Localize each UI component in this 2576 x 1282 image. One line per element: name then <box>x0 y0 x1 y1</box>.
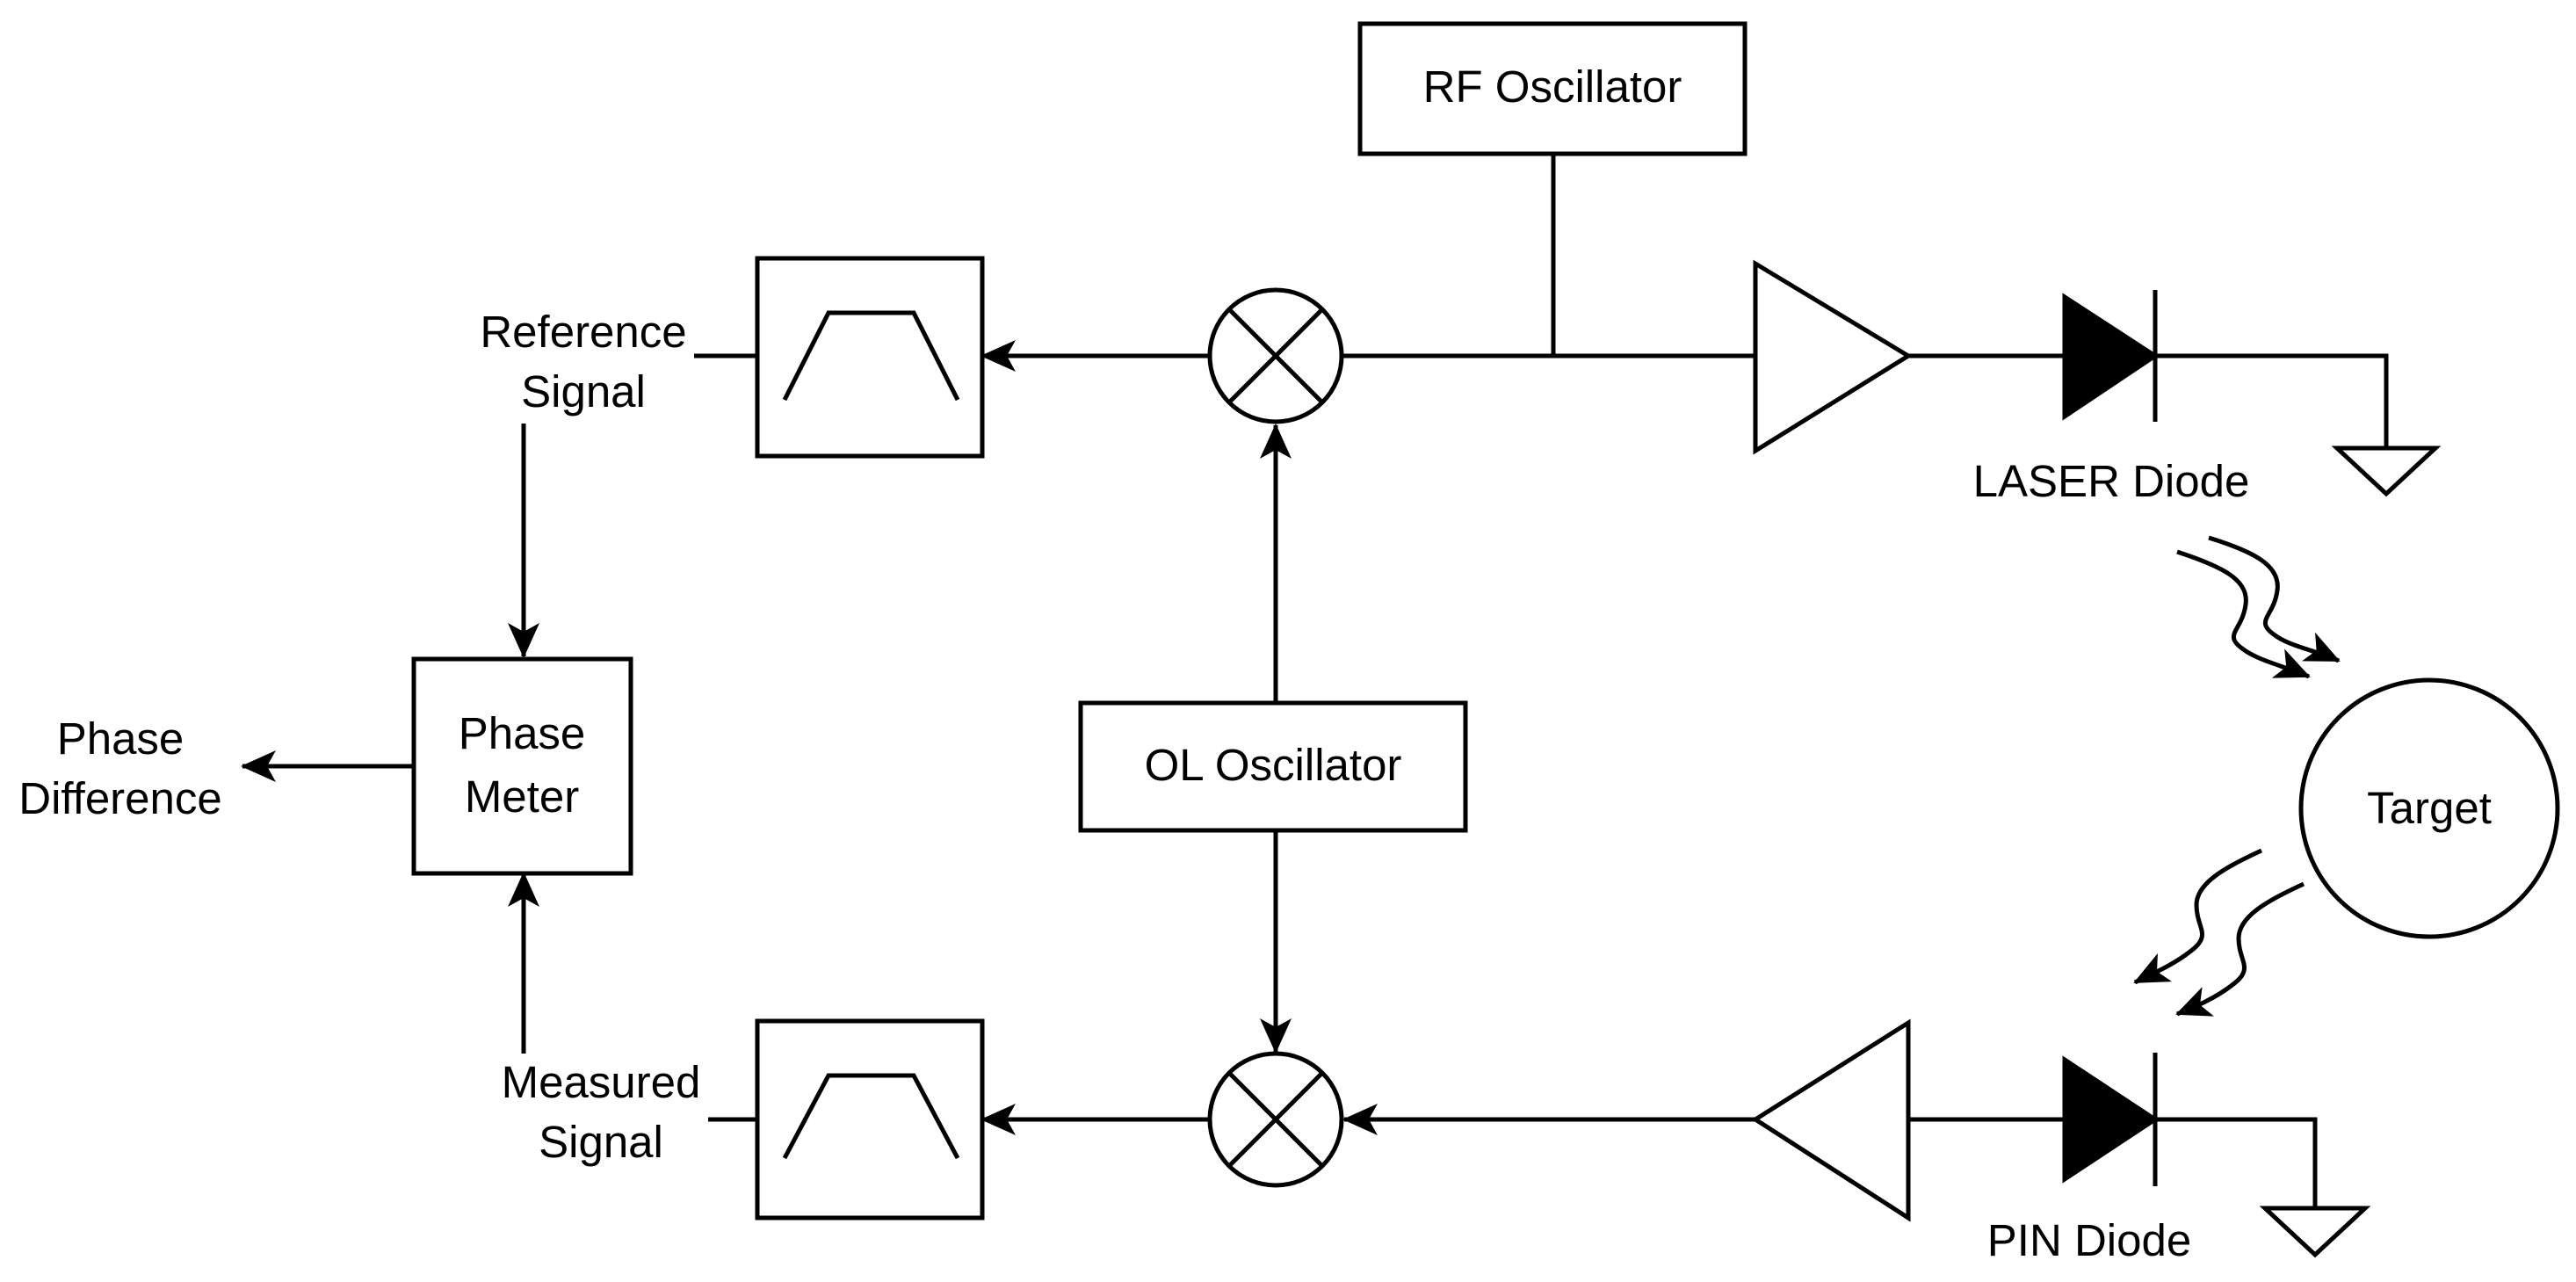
phase-difference-label-line2: Difference <box>18 773 222 823</box>
return-beam-arrow-2 <box>2175 881 2305 1017</box>
measured-signal-label-line1: Measured <box>502 1057 701 1107</box>
pin-ground-icon <box>2259 1206 2371 1258</box>
laser-diode <box>2062 290 2160 422</box>
return-beam-arrow-1 <box>2133 848 2263 985</box>
phase-difference-label-line1: Phase <box>57 713 185 764</box>
top-mixer <box>1207 287 1344 424</box>
pin-diode <box>2062 1053 2160 1186</box>
laser-ground-wire <box>2155 353 2389 448</box>
rf-oscillator-label: RF Oscillator <box>1423 62 1682 112</box>
bottom-mixer <box>1207 1051 1344 1188</box>
bottom-bandpass-filter <box>755 1018 985 1220</box>
pin-diode-label: PIN Diode <box>1987 1215 2191 1265</box>
top-bandpass-filter <box>755 256 985 459</box>
laser-beam-arrow-1 <box>2176 549 2311 679</box>
ol-oscillator-label: OL Oscillator <box>1145 740 1402 790</box>
phase-meter-box <box>411 656 633 876</box>
phase-meter-label-line1: Phase <box>459 708 586 758</box>
phase-meter-label-line2: Meter <box>465 771 579 822</box>
reference-signal-label-line2: Signal <box>521 366 646 416</box>
reference-signal-label-line1: Reference <box>480 307 686 357</box>
laser-ground-icon <box>2331 445 2442 497</box>
ol-oscillator-box <box>1078 700 1468 833</box>
bottom-amplifier <box>1751 1018 1911 1222</box>
measured-signal-label-line2: Signal <box>539 1117 663 1167</box>
rf-oscillator-box <box>1357 21 1747 156</box>
laser-diode-label: LASER Diode <box>1973 456 2250 506</box>
laser-beam-arrow-2 <box>2208 535 2341 663</box>
target-label: Target <box>2367 783 2492 833</box>
top-amplifier <box>1753 259 1913 455</box>
target-circle <box>2298 677 2560 939</box>
pin-ground-wire <box>2155 1117 2318 1208</box>
